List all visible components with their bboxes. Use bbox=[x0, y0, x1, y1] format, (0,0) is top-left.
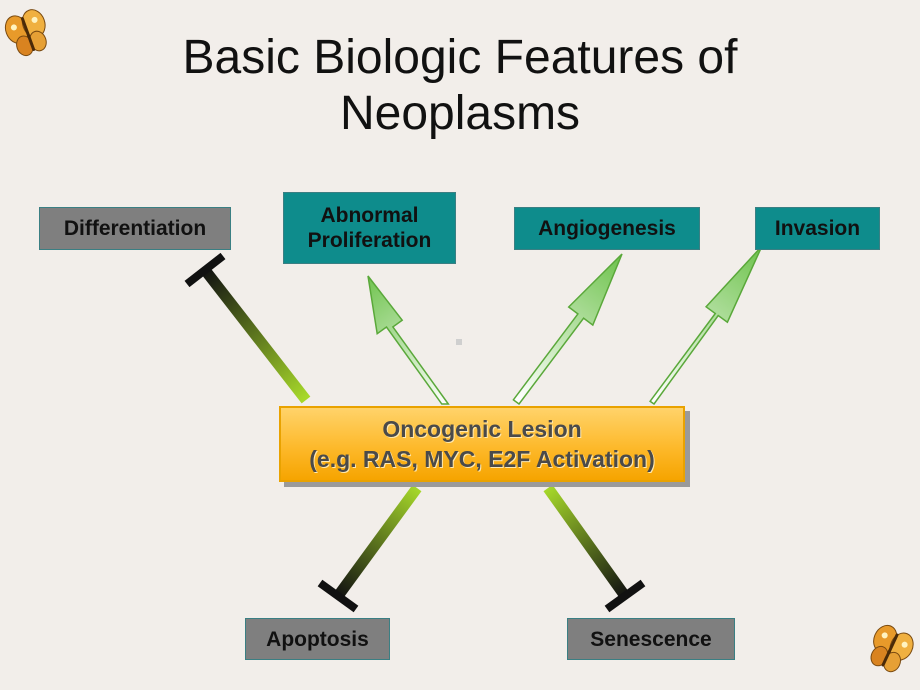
inhibitor-to-differentiation bbox=[184, 252, 311, 404]
arrow-to-angiogenesis bbox=[512, 253, 623, 406]
oncogenic-lesion-line1: Oncogenic Lesion bbox=[382, 416, 582, 442]
box-senescence-label: Senescence bbox=[590, 627, 712, 651]
inhibitor-to-apoptosis bbox=[317, 484, 422, 613]
butterfly-icon bbox=[870, 624, 914, 673]
box-apoptosis: Apoptosis bbox=[245, 618, 390, 660]
oncogenic-lesion-line2: (e.g. RAS, MYC, E2F Activation) bbox=[309, 446, 655, 472]
box-abnormal-proliferation-line2: Proliferation bbox=[307, 229, 432, 252]
box-differentiation: Differentiation bbox=[39, 207, 231, 250]
stray-dot bbox=[456, 339, 462, 345]
box-abnormal-proliferation-line1: Abnormal bbox=[320, 204, 419, 227]
butterfly-icon bbox=[4, 9, 47, 57]
arrow-to-abnormal-proliferation bbox=[367, 275, 450, 405]
box-invasion: Invasion bbox=[755, 207, 880, 250]
slide-title-line2: Neoplasms bbox=[339, 87, 581, 140]
box-apoptosis-label: Apoptosis bbox=[266, 627, 369, 651]
box-invasion-label: Invasion bbox=[774, 217, 861, 240]
box-abnormal-proliferation: Abnormal Proliferation bbox=[283, 192, 456, 264]
inhibitor-to-senescence bbox=[543, 484, 646, 613]
box-differentiation-label: Differentiation bbox=[63, 217, 207, 240]
slide-title: Basic Biologic Features of Neoplasms bbox=[60, 30, 860, 142]
box-senescence: Senescence bbox=[567, 618, 735, 660]
arrow-to-invasion bbox=[649, 245, 763, 406]
slide-title-line1: Basic Biologic Features of bbox=[182, 31, 738, 84]
box-angiogenesis: Angiogenesis bbox=[514, 207, 700, 250]
box-angiogenesis-label: Angiogenesis bbox=[538, 217, 676, 240]
oncogenic-lesion-box: Oncogenic Lesion (e.g. RAS, MYC, E2F Act… bbox=[279, 406, 685, 482]
